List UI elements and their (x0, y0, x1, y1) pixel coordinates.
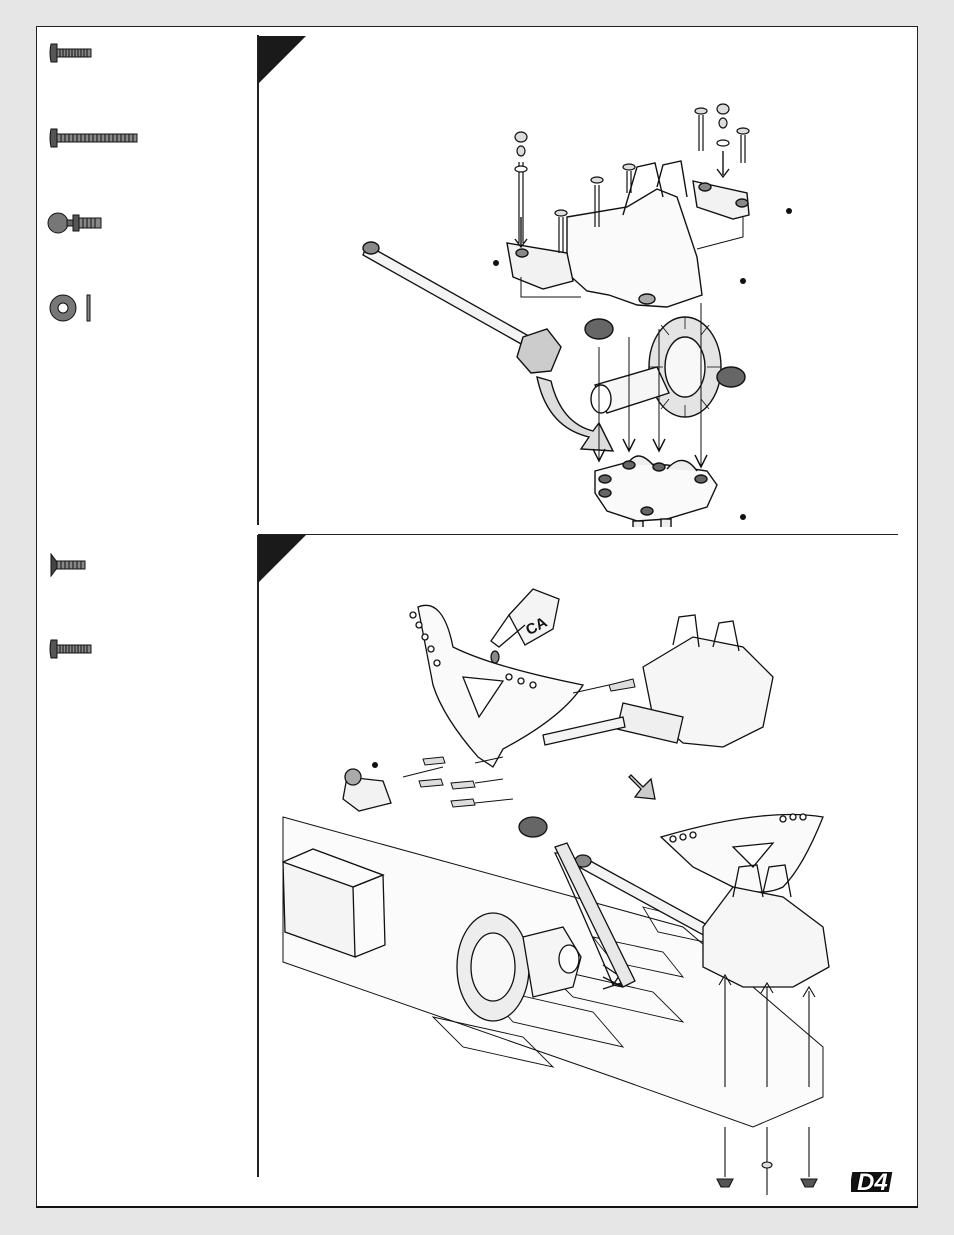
svg-text:D4: D4 (857, 1169, 888, 1196)
hardware-column-divider-step2 (257, 535, 259, 1177)
step-1-tab (258, 36, 306, 84)
drive-belt (554, 842, 636, 988)
arrow-down-washer (716, 151, 730, 179)
callout-dot (372, 762, 378, 768)
step-2-tab (258, 535, 306, 583)
button-head-screw-icon (49, 639, 92, 659)
flat-head-screw-icon (50, 553, 86, 577)
install-arrow (628, 774, 656, 800)
pinion-gear (516, 328, 562, 374)
bearing (518, 816, 548, 838)
callout-dot (493, 260, 499, 266)
bearing-right (716, 366, 746, 388)
ball-stud-bracket (342, 776, 392, 812)
layshaft (362, 243, 528, 347)
washer-icon (49, 294, 91, 322)
button-head-screw-short-icon (49, 43, 92, 63)
step-1-gearbox-exploded-diagram (362, 103, 792, 527)
ball-stud-icon (47, 212, 102, 234)
gearbox-installed (702, 886, 830, 988)
insert-arrow (536, 376, 615, 452)
screws-top (514, 103, 750, 253)
d4-logo: D4 (851, 1168, 893, 1196)
upper-gearbox-housing (566, 188, 703, 308)
bottom-screws (716, 973, 818, 1195)
button-head-screw-long-icon (49, 128, 138, 148)
callout-dot (786, 208, 792, 214)
layshaft-end (362, 241, 380, 255)
shock-tower-floating (417, 604, 585, 768)
lower-gearbox-housing (594, 462, 718, 522)
callout-dot (740, 514, 746, 520)
step-2-header-rule (258, 534, 898, 535)
hardware-column-divider-step1 (257, 35, 259, 525)
ca-glue-bottle (508, 588, 560, 646)
step-2-chassis-install-diagram: CA (282, 588, 830, 1195)
arrow-down-left (514, 217, 528, 249)
callout-dot (740, 278, 746, 284)
bearing-left (584, 318, 614, 340)
instruction-page: CA D4 (36, 26, 918, 1208)
